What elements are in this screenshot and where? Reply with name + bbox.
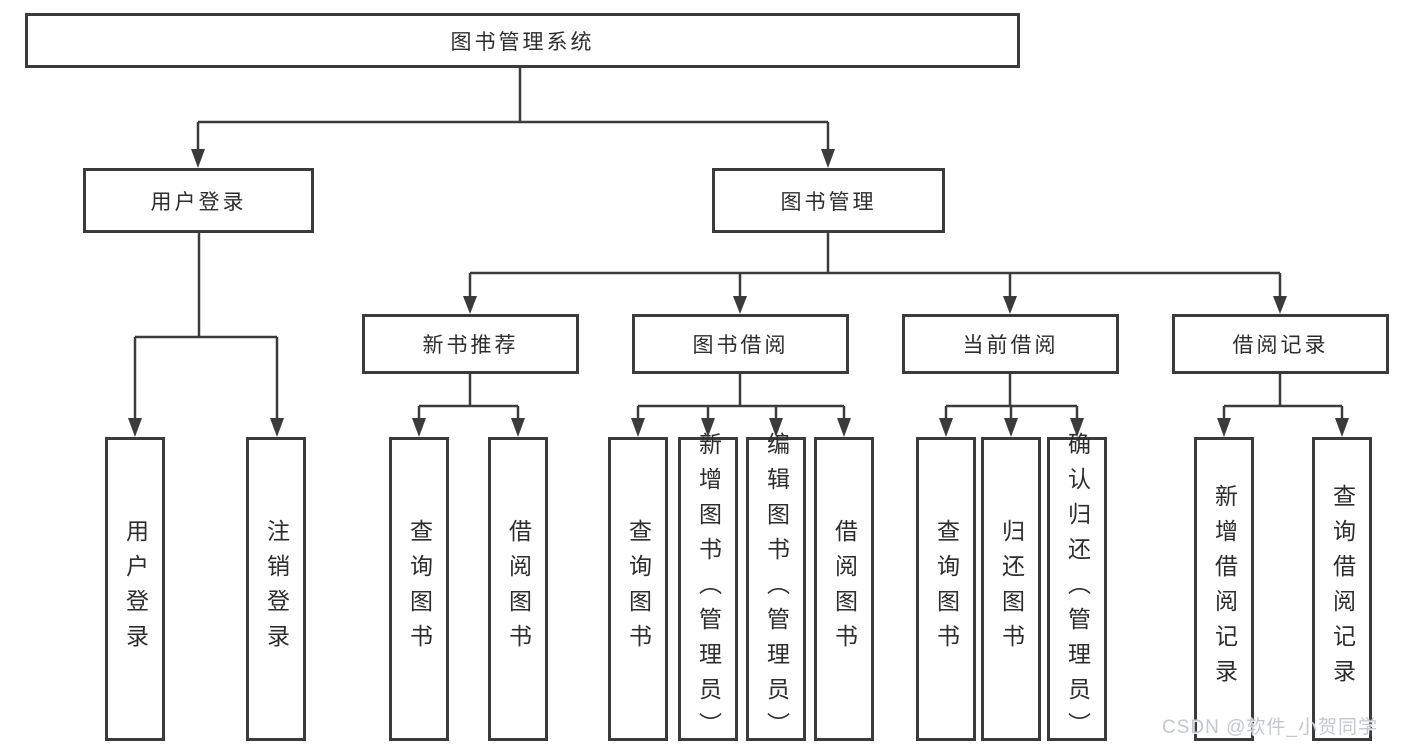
connector-borrow-to-leaves (636, 374, 846, 420)
leaf-confirm-return-admin: 确认归还（管理员） (1047, 432, 1107, 747)
node-label: 查询借阅记录 (1329, 484, 1356, 694)
node-label: 归还图书 (998, 519, 1025, 659)
node-label: 借阅图书 (505, 519, 532, 659)
leaf-logout: 注销登录 (246, 437, 306, 741)
node-label: 图书管理系统 (450, 30, 595, 54)
leaf-query-books-borrow: 查询图书 (608, 437, 668, 741)
node-label: 新书推荐 (422, 334, 519, 357)
csdn-watermark: CSDN @软件_小贺同学 (1162, 717, 1378, 738)
node-label: 确认归还（管理员） (1064, 431, 1091, 747)
leaf-borrow-books-recommend: 借阅图书 (488, 437, 548, 741)
connector-login-to-leaves (133, 233, 279, 420)
node-label: 查询图书 (406, 519, 433, 659)
node-new-book-recommendation: 新书推荐 (362, 314, 579, 374)
node-label: 查询图书 (625, 519, 652, 659)
node-label: 当前借阅 (962, 334, 1059, 357)
leaf-user-login: 用户登录 (105, 437, 165, 741)
node-label: 图书借阅 (692, 334, 789, 357)
leaf-add-borrow-record: 新增借阅记录 (1194, 437, 1254, 741)
leaf-edit-book-admin: 编辑图书（管理员） (746, 432, 806, 747)
node-book-management: 图书管理 (712, 168, 945, 233)
node-label: 编辑图书（管理员） (763, 431, 790, 747)
node-library-management-system: 图书管理系统 (25, 13, 1020, 68)
leaf-query-borrow-record: 查询借阅记录 (1312, 437, 1372, 741)
node-label: 图书管理 (780, 190, 877, 214)
node-label: 用户登录 (150, 190, 247, 214)
node-borrowing-records: 借阅记录 (1172, 314, 1389, 374)
node-label: 注销登录 (263, 519, 290, 659)
leaf-query-books-current: 查询图书 (916, 437, 976, 741)
arrowheads (128, 149, 1349, 437)
node-user-login: 用户登录 (83, 168, 314, 233)
node-label: 查询图书 (933, 519, 960, 659)
connector-newrec-to-leaves (417, 374, 520, 420)
connector-current-to-leaves (944, 374, 1079, 420)
node-label: 借阅记录 (1232, 334, 1329, 357)
connector-records-to-leaves (1222, 374, 1344, 420)
leaf-query-books-recommend: 查询图书 (389, 437, 449, 741)
connector-mgmt-to-level3 (468, 233, 1282, 298)
leaf-return-book: 归还图书 (981, 437, 1041, 741)
node-label: 新增图书（管理员） (695, 431, 722, 747)
connector-root-to-level2 (196, 68, 830, 151)
node-label: 用户登录 (122, 519, 149, 659)
node-book-borrowing: 图书借阅 (632, 314, 849, 374)
leaf-add-book-admin: 新增图书（管理员） (678, 432, 738, 747)
node-label: 借阅图书 (831, 519, 858, 659)
leaf-borrow-books: 借阅图书 (814, 437, 874, 741)
node-label: 新增借阅记录 (1211, 484, 1238, 694)
node-current-borrowing: 当前借阅 (902, 314, 1119, 374)
